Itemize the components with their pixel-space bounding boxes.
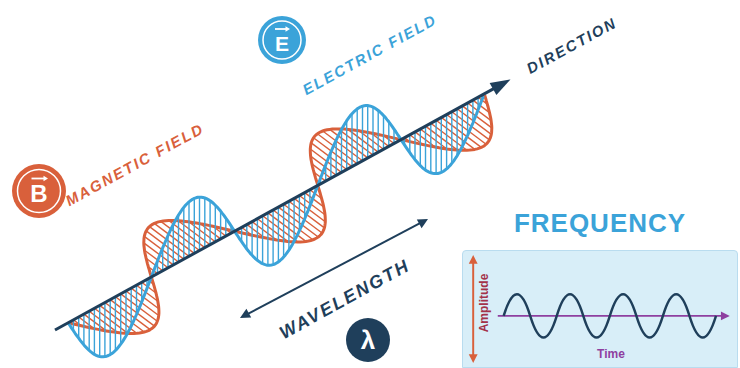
electric-hatch xyxy=(257,219,258,261)
electric-hatch xyxy=(388,122,389,147)
electric-hatch xyxy=(99,305,100,356)
direction-axis xyxy=(55,87,497,330)
electric-hatch xyxy=(462,106,463,146)
electric-hatch xyxy=(451,112,452,164)
electric-hatch xyxy=(267,213,268,265)
magnetic-curve xyxy=(68,95,492,333)
symbol-letter: B xyxy=(30,182,47,206)
wavelength-arrowhead xyxy=(417,219,428,228)
electric-hatch xyxy=(367,106,368,158)
electric-hatch xyxy=(272,210,273,265)
electric-hatch xyxy=(188,202,189,256)
electric-hatch xyxy=(341,130,342,173)
electric-hatch xyxy=(115,297,116,351)
electric-hatch xyxy=(204,198,205,248)
electric-hatch xyxy=(383,116,384,150)
direction-arrowhead xyxy=(490,79,511,95)
electric-hatch xyxy=(88,311,89,350)
electric-hatch xyxy=(299,196,300,231)
electric-hatch xyxy=(178,215,179,262)
electric-hatch xyxy=(220,211,221,239)
frequency-panel: FREQUENCYAmplitudeTime xyxy=(462,250,738,368)
electric-hatch xyxy=(336,140,337,175)
field-symbol-circle: E xyxy=(258,16,306,64)
electric-hatch xyxy=(446,115,447,169)
dimension-label: WAVELENGTH xyxy=(275,255,416,344)
axis-label: DIRECTION xyxy=(522,14,622,79)
electric-hatch xyxy=(351,114,352,167)
electric-hatch xyxy=(262,216,263,264)
electric-hatch xyxy=(83,314,84,345)
electric-hatch xyxy=(246,224,247,249)
field-symbol-circle: B xyxy=(12,164,66,218)
field-label: ELECTRIC FIELD xyxy=(298,11,441,100)
electric-hatch xyxy=(125,291,126,336)
electric-hatch xyxy=(430,123,431,173)
electric-hatch xyxy=(362,106,363,161)
wavelength-arrowhead xyxy=(240,309,251,318)
electric-hatch xyxy=(414,132,415,160)
electric-hatch xyxy=(278,207,279,262)
electric-hatch xyxy=(173,225,174,265)
electric-hatch xyxy=(357,109,358,164)
electric-hatch xyxy=(293,198,294,241)
magnetic-wave xyxy=(68,94,492,333)
electric-hatch xyxy=(94,308,95,354)
electric-hatch xyxy=(425,126,426,170)
electric-wave xyxy=(68,94,483,357)
electric-hatch xyxy=(209,201,210,245)
axis-label: Amplitude xyxy=(478,274,492,333)
field-label: MAGNETIC FIELD xyxy=(61,119,209,210)
electric-hatch xyxy=(194,198,195,253)
electric-hatch xyxy=(109,300,110,355)
electric-curve xyxy=(68,96,483,357)
electric-hatch xyxy=(215,205,216,242)
electric-hatch xyxy=(78,317,79,338)
electric-hatch xyxy=(435,120,436,173)
axis-label: Time xyxy=(597,348,625,362)
electric-hatch xyxy=(441,117,442,172)
electric-hatch xyxy=(372,107,373,155)
electric-hatch xyxy=(378,111,379,153)
electric-hatch xyxy=(346,121,347,170)
electric-hatch xyxy=(283,204,284,257)
wavelength-symbol-circle: λ xyxy=(346,318,390,362)
electric-hatch xyxy=(120,294,121,344)
electric-hatch xyxy=(130,288,131,326)
electric-hatch xyxy=(420,129,421,166)
electric-hatch xyxy=(104,303,105,357)
electric-hatch xyxy=(456,109,457,156)
electric-hatch xyxy=(199,197,200,250)
symbol-letter: E xyxy=(275,33,289,54)
electric-hatch xyxy=(288,201,289,250)
panel-heading: FREQUENCY xyxy=(463,209,737,239)
electric-hatch xyxy=(183,207,184,259)
symbol-letter: λ xyxy=(361,327,375,353)
electric-hatch xyxy=(251,222,252,256)
